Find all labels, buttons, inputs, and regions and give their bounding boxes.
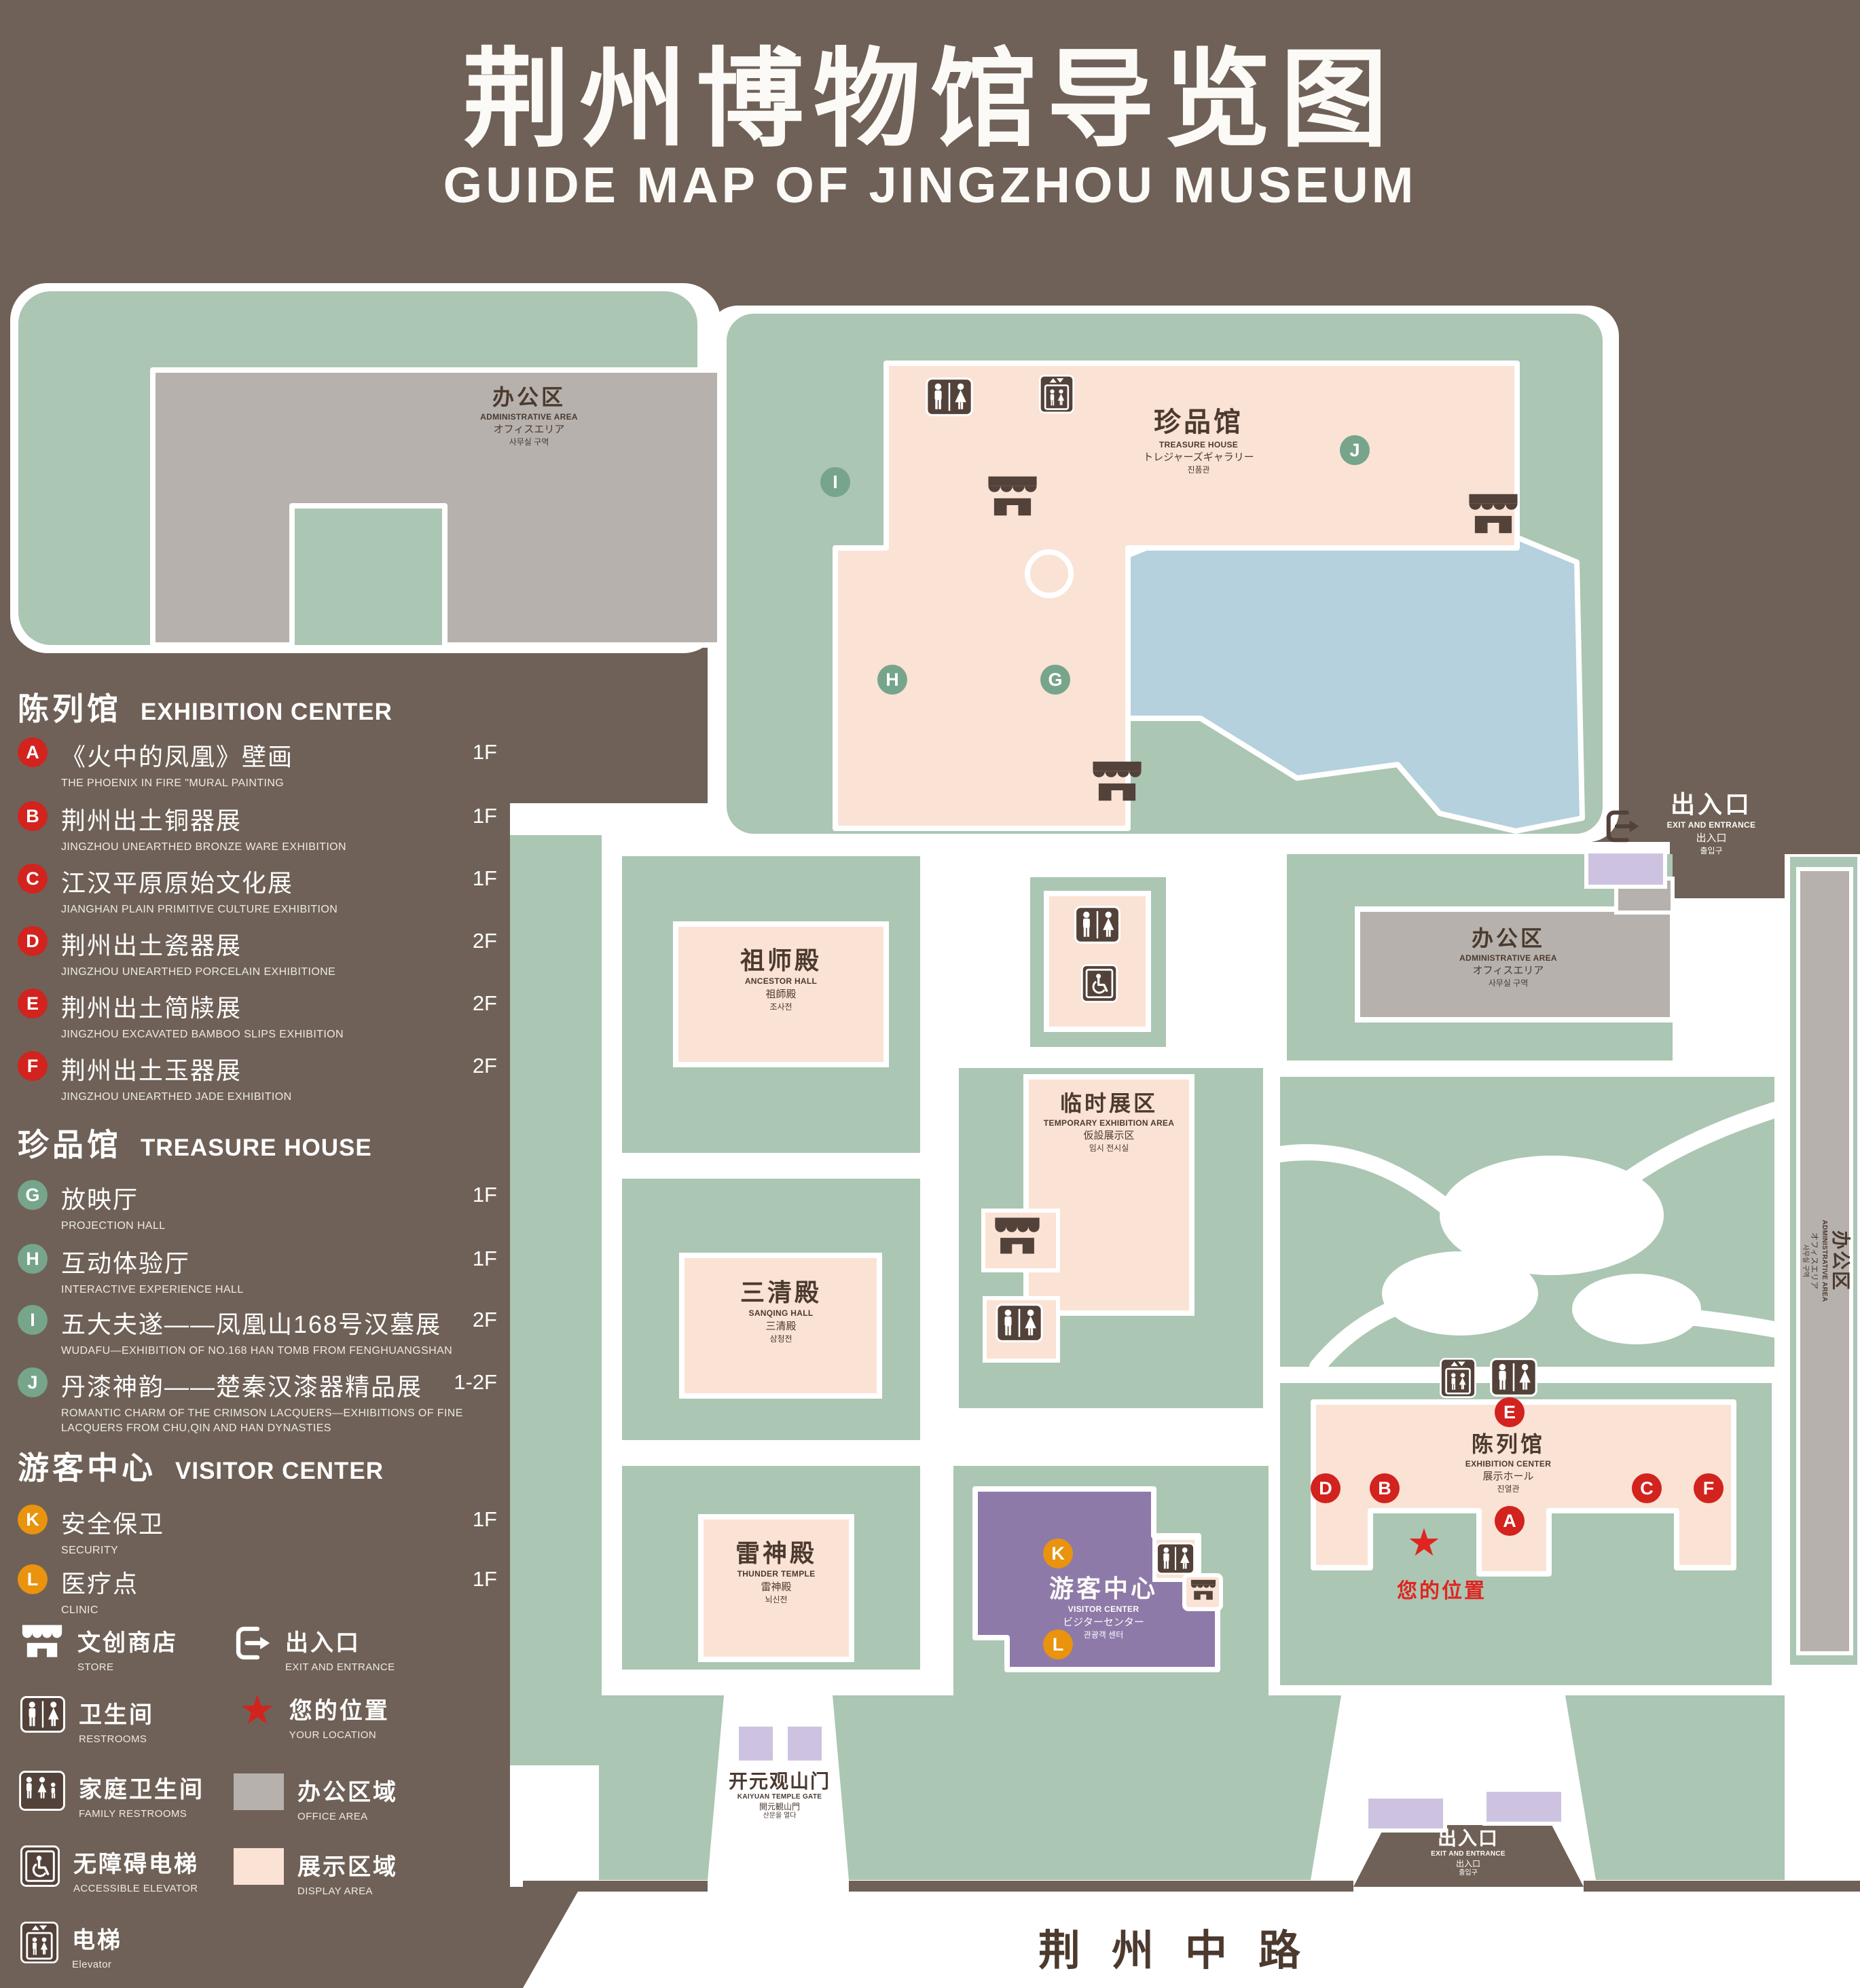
sanqing-hall-label: 三清殿 SANQING HALL 三清殿 삼청전: [740, 1278, 822, 1344]
legend-item-f: F 荆州出土玉器展 JINGZHOU UNEARTHED JADE EXHIBI…: [18, 1051, 497, 1105]
marker-badge-c: C: [18, 864, 48, 894]
map-marker-g: G: [1040, 665, 1070, 695]
garden-paths: [1272, 1102, 1783, 1375]
admin-building-top-left: [150, 367, 723, 648]
restroom-icon: [996, 1304, 1043, 1342]
restroom-icon: [1490, 1358, 1537, 1397]
legend-item-a: A 《火中的凤凰》壁画 THE PHOENIX IN FIRE "MURAL P…: [18, 737, 497, 791]
ancestor-hall-label: 祖师殿 ANCESTOR HALL 祖師殿 조사전: [740, 946, 822, 1012]
south-exit-driveway: [1353, 1825, 1584, 1887]
map-marker-h: H: [877, 665, 907, 695]
marker-badge-a: A: [18, 737, 48, 767]
restroom-icon: [926, 378, 973, 416]
legend-item-e: E 荆州出土简牍展 JINGZHOU EXCAVATED BAMBOO SLIP…: [18, 989, 497, 1042]
accessible-elevator-icon: [1081, 964, 1118, 1003]
thunder-temple-label: 雷神殿 THUNDER TEMPLE 雷神殿 뇌신전: [735, 1539, 817, 1604]
restroom-icon: [1156, 1543, 1195, 1575]
map-marker-e: E: [1495, 1397, 1525, 1427]
marker-badge-h: H: [18, 1244, 48, 1274]
map-marker-l: L: [1043, 1630, 1073, 1659]
map-marker-k: K: [1043, 1539, 1073, 1568]
marker-badge-b: B: [18, 801, 48, 831]
page-title: 荆州博物馆导览图: [462, 40, 1398, 160]
legend-item-g: G 放映厅 PROJECTION HALL 1F: [18, 1180, 497, 1234]
map-marker-i: I: [820, 467, 850, 497]
admin-right-label: 办公区 ADMINISTRATIVE AREA オフィスエリア 사무실 구역: [1459, 926, 1557, 989]
accessible-elevator-icon: [20, 1845, 60, 1887]
marker-badge-d: D: [18, 926, 48, 956]
restroom-icon: [20, 1696, 65, 1733]
elevator-icon: [1440, 1358, 1476, 1398]
restroom-icon: [1074, 906, 1120, 944]
legend-item-k: K 安全保卫 SECURITY 1F: [18, 1505, 497, 1558]
exit-icon: [234, 1624, 272, 1662]
map-marker-b: B: [1370, 1473, 1400, 1503]
family-restroom-icon: [19, 1771, 65, 1811]
temporary-exhibition-label: 临时展区 TEMPORARY EXHIBITION AREA 仮設展示区 임시 …: [1043, 1091, 1175, 1154]
legend-item-b: B 荆州出土铜器展 JINGZHOU UNEARTHED BRONZE WARE…: [18, 801, 497, 855]
legend-item-j: J 丹漆神韵——楚秦汉漆器精品展 ROMANTIC CHARM OF THE C…: [18, 1367, 497, 1435]
display-area-swatch: [234, 1848, 284, 1885]
road-separator: [523, 1881, 1860, 1892]
your-location-star-icon: ★: [239, 1687, 276, 1733]
legend-item-l: L 医疗点 CLINIC 1F: [18, 1564, 497, 1618]
legend-item-i: I 五大夫遂——凤凰山168号汉墓展 WUDAFU—EXHIBITION OF …: [18, 1305, 497, 1359]
temporary-exhibition-building: [1023, 1074, 1195, 1316]
your-location-star: ★: [1406, 1521, 1442, 1564]
map-marker-f: F: [1694, 1473, 1724, 1503]
page-subtitle: GUIDE MAP OF JINGZHOU MUSEUM: [443, 157, 1417, 213]
exhibition-center-label: 陈列馆 EXHIBITION CENTER 展示ホール 진열관: [1465, 1432, 1552, 1494]
marker-badge-j: J: [18, 1367, 48, 1397]
gate-structures: [735, 849, 1667, 1833]
kaiyuan-gate-label: 开元观山门 KAIYUAN TEMPLE GATE 開元観山門 산문을 열다: [728, 1771, 831, 1820]
exit-right-label: 出入口 EXIT AND ENTRANCE 出入口 출입구: [1666, 790, 1756, 855]
legend-item-d: D 荆州出土瓷器展 JINGZHOU UNEARTHED PORCELAIN E…: [18, 926, 497, 980]
exit-bottom-label: 出入口 EXIT AND ENTRANCE 出入口 출입구: [1431, 1828, 1506, 1877]
exhibition-center-building: [1311, 1399, 1736, 1577]
thunder-temple-building: [698, 1514, 854, 1662]
map-marker-d: D: [1311, 1473, 1341, 1503]
marker-badge-k: K: [18, 1505, 48, 1534]
legend-item-h: H 互动体验厅 INTERACTIVE EXPERIENCE HALL 1F: [18, 1244, 497, 1297]
office-area-swatch: [234, 1773, 284, 1810]
marker-badge-g: G: [18, 1180, 48, 1210]
marker-badge-f: F: [18, 1051, 48, 1081]
ancestor-hall-building: [673, 921, 889, 1067]
elevator-icon: [20, 1921, 58, 1964]
legend-item-c: C 江汉平原原始文化展 JIANGHAN PLAIN PRIMITIVE CUL…: [18, 864, 497, 917]
visitor-center-label: 游客中心 VISITOR CENTER ビジターセンター 관광객 센터: [1048, 1575, 1158, 1640]
map-marker-j: J: [1340, 435, 1370, 465]
road-name: 荆州中路: [1038, 1928, 1332, 1974]
treasure-house-rotunda: [1025, 549, 1074, 598]
marker-badge-l: L: [18, 1564, 48, 1594]
map-marker-a: A: [1495, 1506, 1525, 1536]
admin-far-right-label: 办公区 ADMINISTRATIVE AREA オフィスエリア 사무실 구역: [1801, 1219, 1851, 1302]
your-location-label: 您的位置: [1397, 1580, 1487, 1602]
map-marker-c: C: [1632, 1473, 1662, 1503]
admin-top-left-label: 办公区 ADMINISTRATIVE AREA オフィスエリア 사무실 구역: [480, 385, 578, 447]
treasure-house-label: 珍品馆 TREASURE HOUSE トレジャーズギャラリー 진품관: [1143, 407, 1254, 475]
store-icon: [20, 1624, 64, 1658]
marker-badge-e: E: [18, 989, 48, 1018]
admin-building-far-right: [1796, 867, 1853, 1655]
sanqing-hall-building: [679, 1253, 882, 1399]
marker-badge-i: I: [18, 1305, 48, 1335]
admin-building-right: [1355, 906, 1675, 1023]
